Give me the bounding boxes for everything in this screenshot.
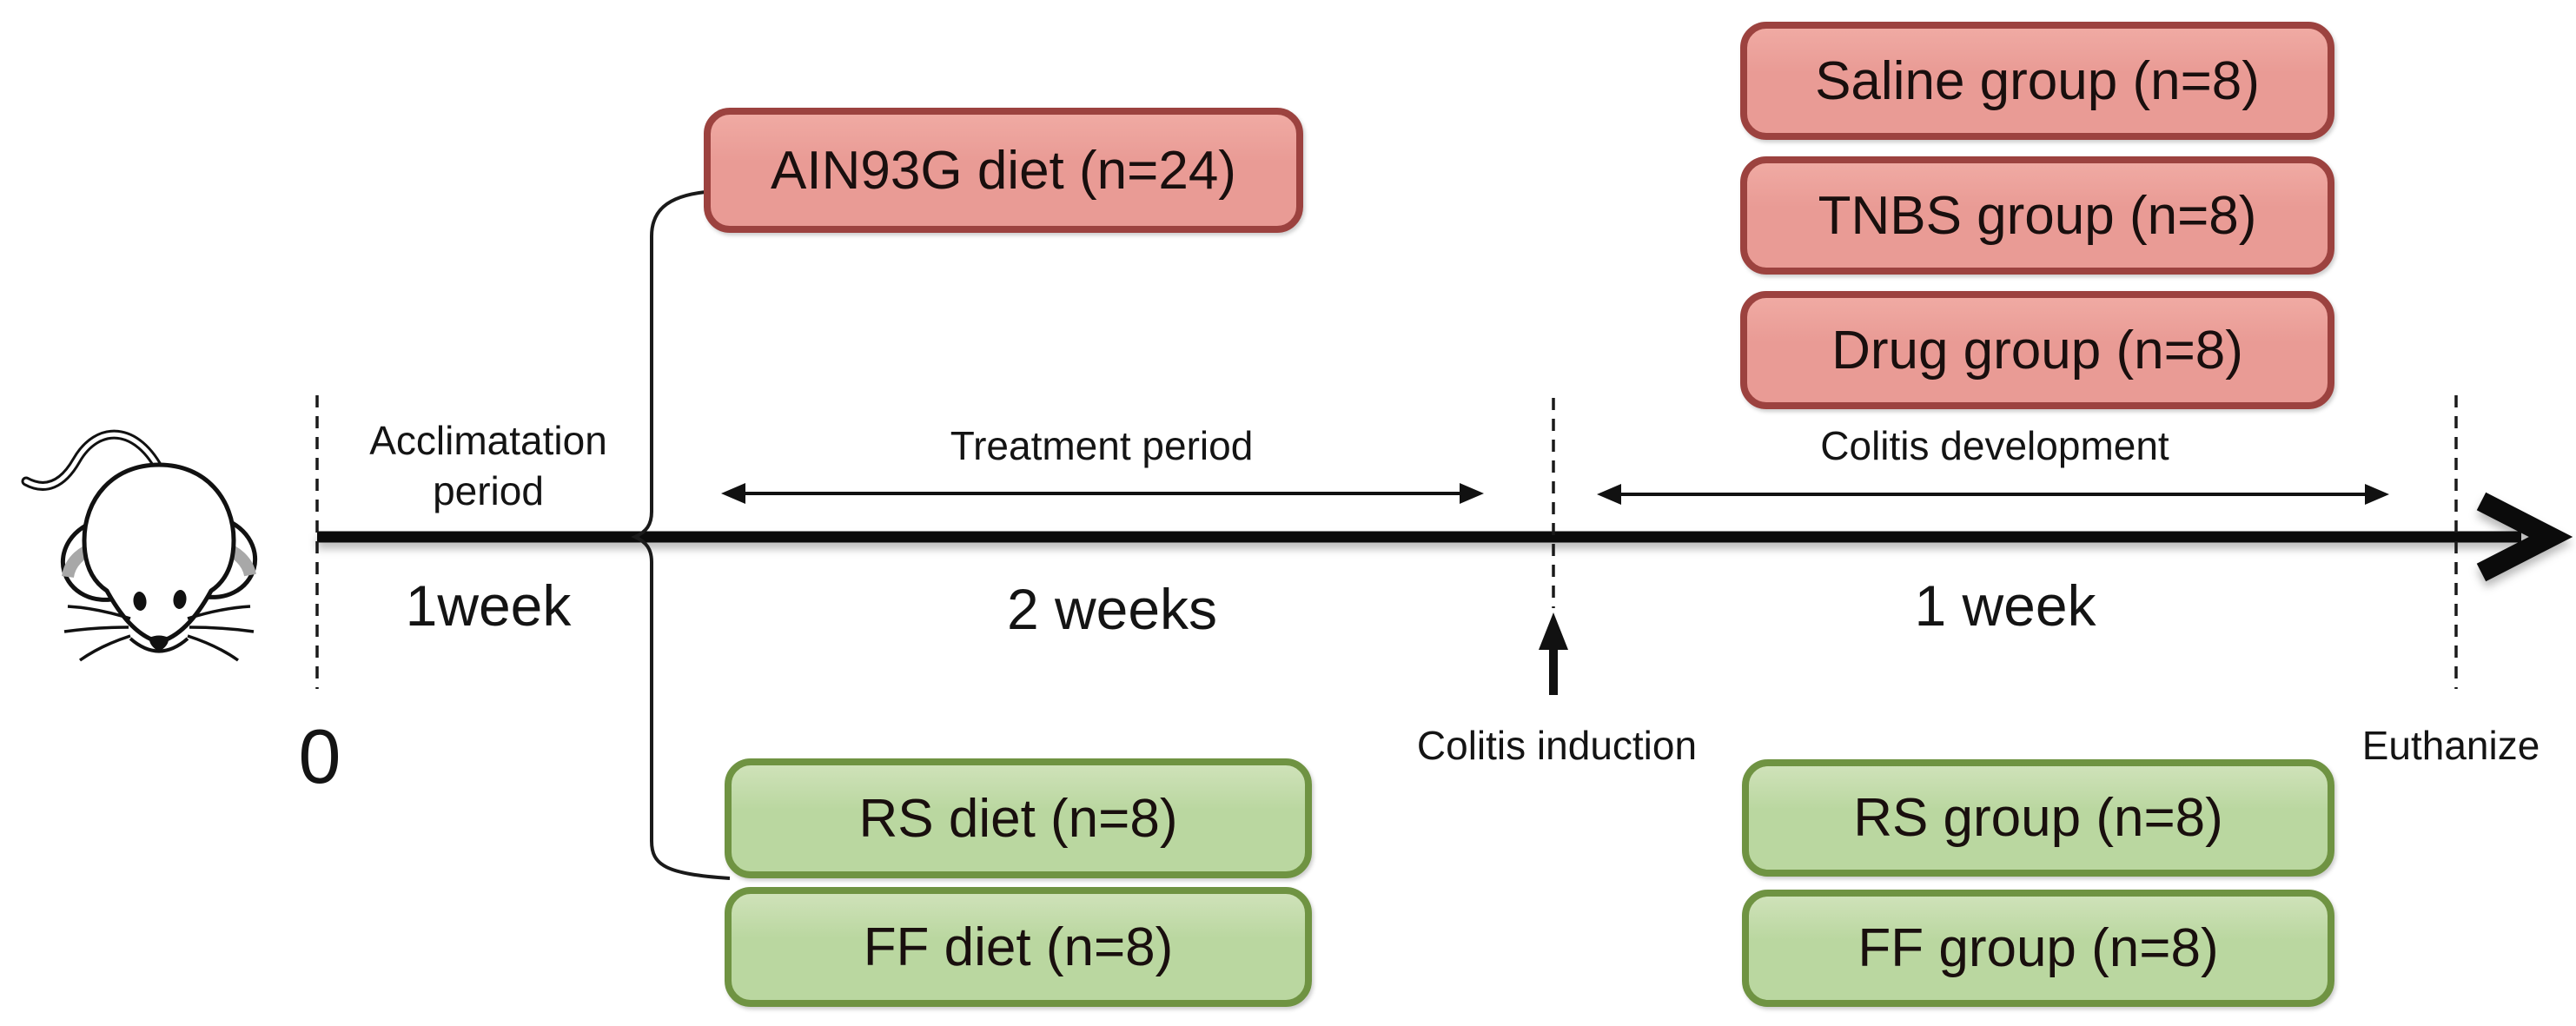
mouse-icon (21, 429, 258, 662)
event-label-colitis-induction: Colitis induction (1416, 723, 1698, 768)
group-box-rs-group: RS group (n=8) (1742, 759, 2334, 877)
duration-treatment: 2 weeks (1006, 577, 1218, 641)
branch-connector (631, 190, 731, 880)
group-box-saline: Saline group (n=8) (1740, 22, 2334, 140)
group-box-rs-diet: RS diet (n=8) (725, 758, 1312, 878)
group-box-drug: Drug group (n=8) (1740, 291, 2334, 409)
group-box-ff-diet: FF diet (n=8) (725, 887, 1312, 1007)
phase-title-treatment: Treatment period (950, 423, 1254, 469)
timeline-origin-label: 0 (298, 713, 341, 799)
phase-title-colitis-development: Colitis development (1820, 423, 2169, 469)
colitis-development-arrow (1597, 484, 2389, 505)
group-box-ff-group: FF group (n=8) (1742, 890, 2334, 1007)
duration-colitis-development: 1 week (1914, 573, 2096, 638)
treatment-period-arrow (721, 483, 1484, 504)
group-box-ain93g-diet: AIN93G diet (n=24) (704, 108, 1303, 233)
event-label-euthanize: Euthanize (2361, 723, 2540, 768)
duration-acclimation: 1week (405, 573, 572, 638)
group-box-tnbs: TNBS group (n=8) (1740, 156, 2334, 275)
induction-up-arrow (1539, 612, 1568, 695)
phase-title-acclimation: Acclimatation period (369, 418, 607, 513)
timeline-arrow (317, 492, 2573, 582)
